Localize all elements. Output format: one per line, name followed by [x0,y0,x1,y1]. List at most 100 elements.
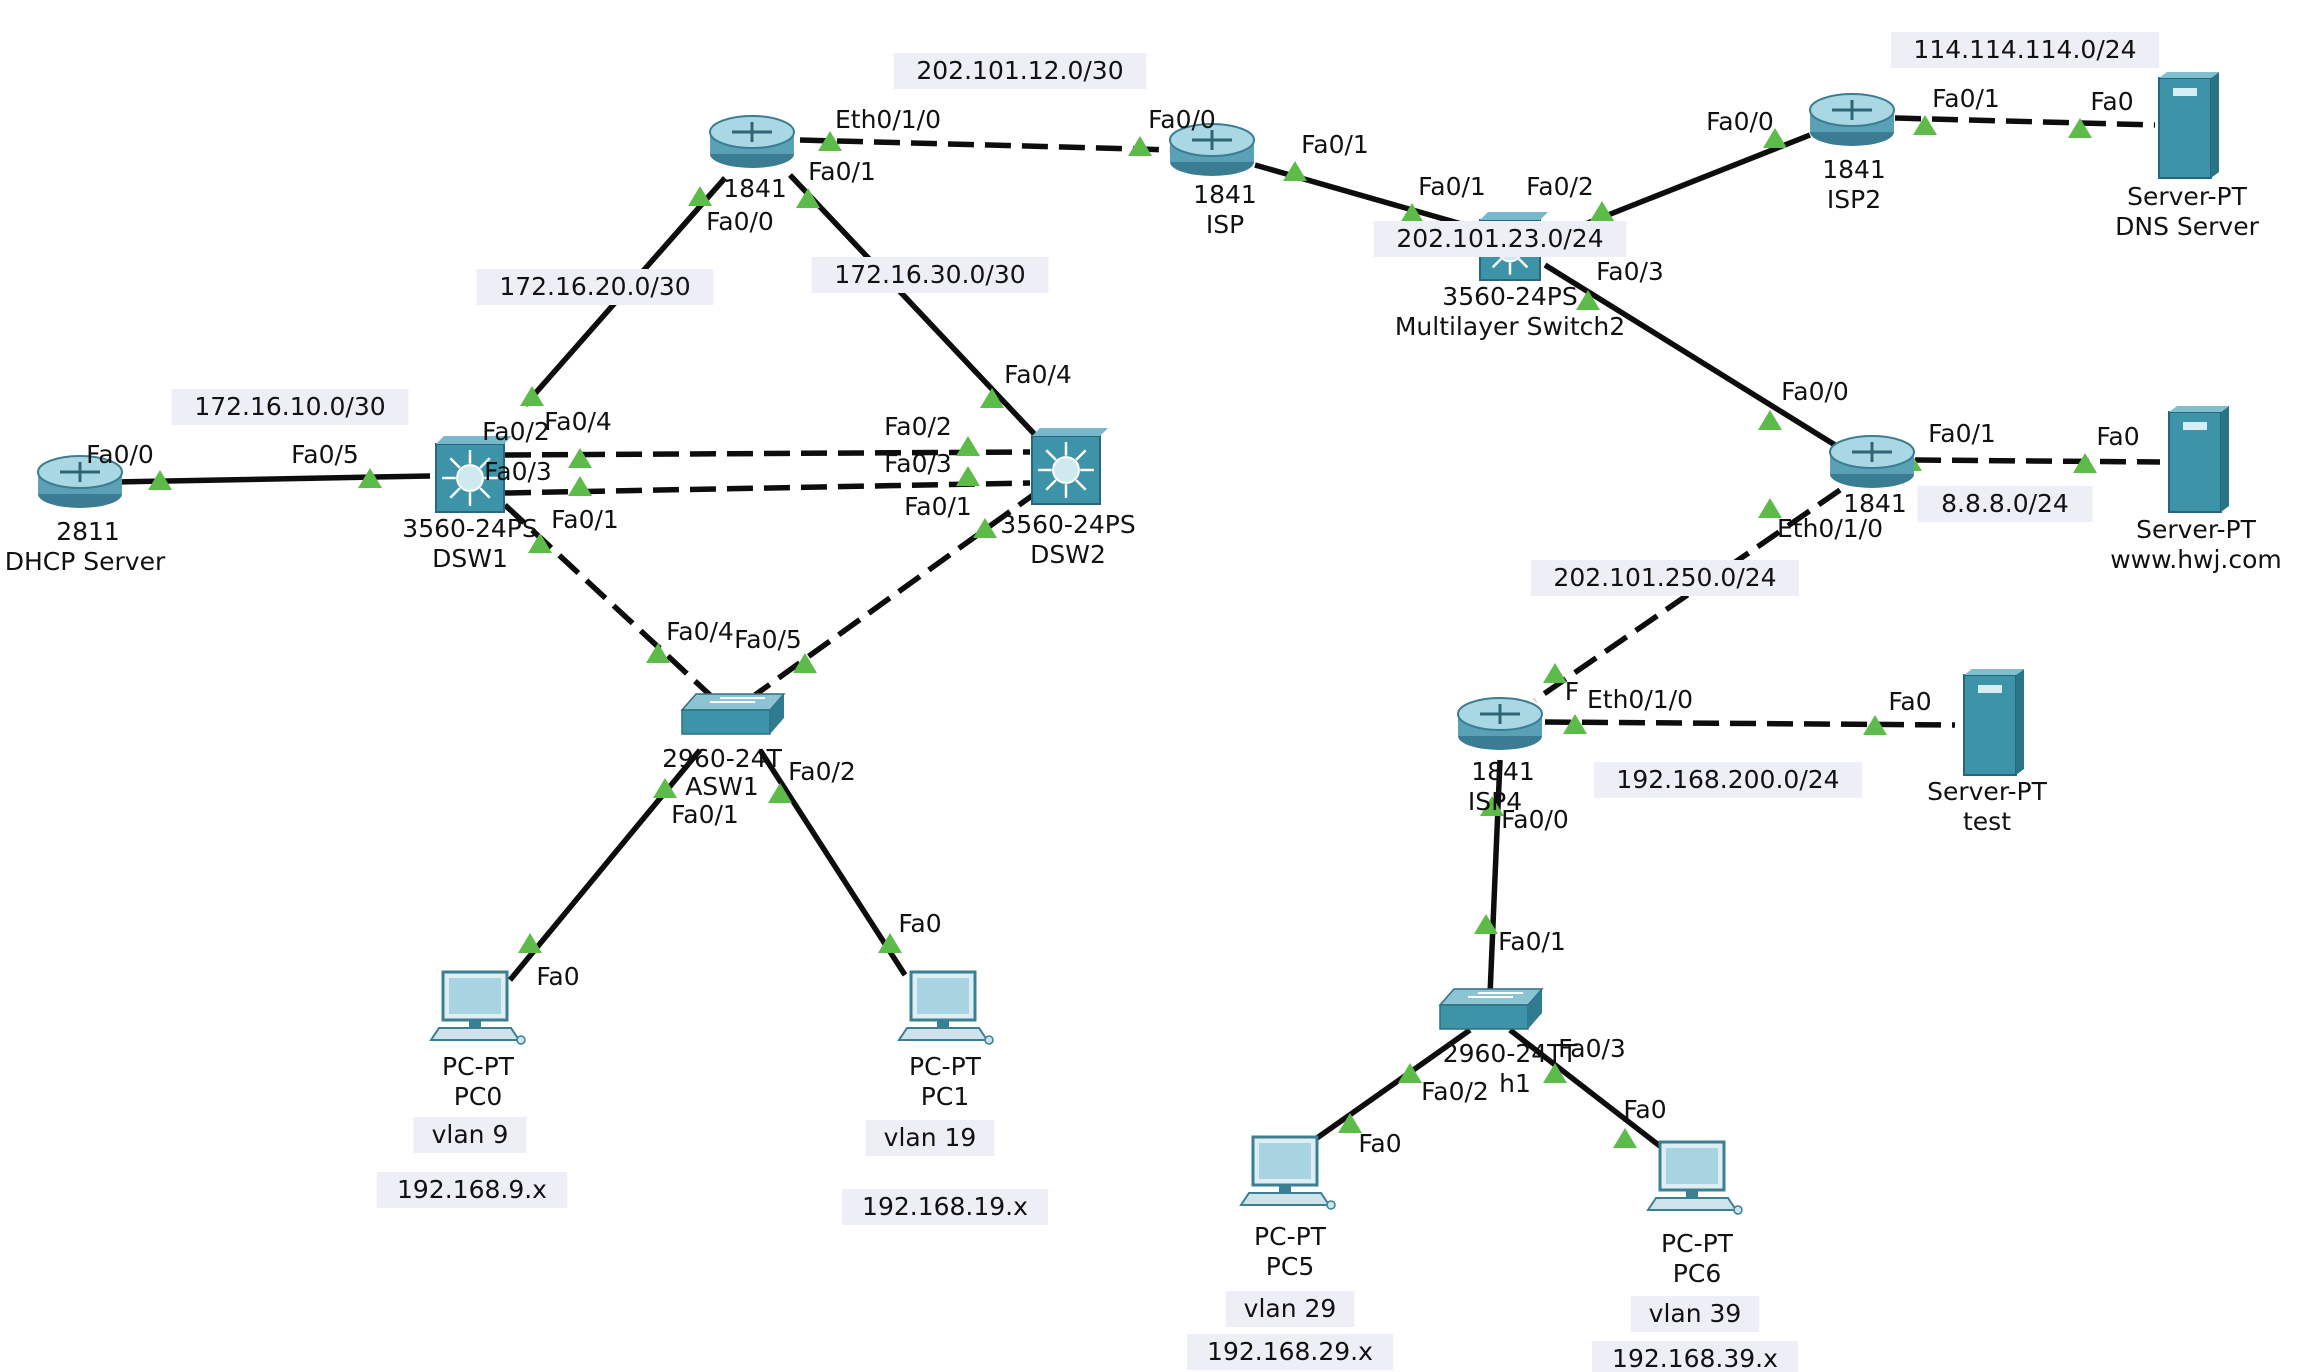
link-status-icon [2068,118,2092,138]
link-status-icon [956,466,980,486]
network-label-bg [1917,486,2093,522]
device-model-label: 1841 [1822,155,1886,184]
link-status-icon [878,933,902,953]
link-r_isp3-srv_hwj[interactable] [1914,457,2161,465]
port-label: Fa0/1 [904,492,972,521]
port-label: Fa0 [2096,422,2139,451]
device-name-label: DHCP Server [5,547,166,576]
link-status-icon [528,533,552,553]
link-sw_h1-pc5[interactable] [1298,1027,1472,1153]
link-dsw1-dsw2[interactable] [504,480,1031,496]
device-name-label: ISP4 [1468,787,1522,816]
router-icon[interactable] [1169,123,1255,176]
link-status-icon [956,436,980,456]
port-label: Fa0/4 [544,407,612,436]
device-model-label: 2960-24T [662,744,782,773]
link-status-icon [646,643,670,663]
link-dsw1-dsw2[interactable] [504,449,1031,458]
link-status-icon [1613,1128,1637,1148]
pc-icon[interactable] [1646,1140,1743,1215]
devices-layer [37,72,2229,1215]
switch-icon[interactable] [680,693,786,735]
server-icon[interactable] [2158,72,2219,179]
port-label: F [1565,677,1579,706]
server-icon[interactable] [2168,406,2229,513]
pc-icon[interactable] [1239,1135,1336,1210]
router-icon[interactable] [709,115,795,168]
network-label: 192.168.9.x [397,1175,547,1204]
link-r_isp4-sw_h1[interactable] [1487,759,1503,996]
port-label: Fa0/3 [1558,1034,1626,1063]
port-label: Fa0/2 [788,757,856,786]
network-label-bg [413,1117,527,1153]
link-r_core-dsw2[interactable] [787,173,1043,442]
network-label: 202.101.12.0/30 [916,56,1123,85]
link-status-icon [568,476,592,496]
port-label: Fa0/4 [666,617,734,646]
device-model-label: 2960-24TT [1443,1039,1578,1068]
network-label-bg [476,269,714,305]
port-label: Fa0/0 [1781,377,1849,406]
port-label: Fa0/3 [884,449,952,478]
device-model-label: Server-PT [2127,182,2247,211]
link-status-icon [1398,1063,1422,1083]
network-label-bg [1187,1334,1393,1370]
switch-icon[interactable] [1438,988,1544,1030]
link-asw1-pc0[interactable] [507,748,703,982]
port-label: Fa0/1 [1932,84,2000,113]
port-label: Fa0/0 [1501,805,1569,834]
router-icon[interactable] [1457,697,1543,750]
link-status-icon [1543,1063,1567,1083]
network-label-bg [171,389,409,425]
port-label: Fa0/1 [551,505,619,534]
link-r_isp2-srv_dns[interactable] [1894,115,2156,128]
device-model-label: 1841 [1471,757,1535,786]
link-status-icon [1474,914,1498,934]
port-label: Fa0 [1623,1095,1666,1124]
link-status-icon [1400,203,1424,223]
multilayer-switch-icon[interactable] [1031,428,1108,505]
device-name-label: PC6 [1673,1259,1721,1288]
link-status-icon [148,470,172,490]
link-mls2-r_isp3[interactable] [1543,262,1837,448]
port-label: Fa0/0 [1148,105,1216,134]
link-asw1-pc1[interactable] [757,748,908,977]
pc-icon[interactable] [429,970,526,1045]
link-status-icon [1763,128,1787,148]
link-status-icon [1913,115,1937,135]
port-label: Fa0 [1888,687,1931,716]
link-status-icon [653,778,677,798]
port-label: Fa0/1 [1928,419,1996,448]
pc-icon[interactable] [897,970,994,1045]
link-r_core-r_isp[interactable] [799,137,1176,153]
port-label: Fa0/0 [86,440,154,469]
link-status-icon [1758,498,1782,518]
network-label-bg [1594,762,1862,798]
link-status-icon [688,186,712,206]
link-status-icon [980,388,1004,408]
link-status-icon [518,933,542,953]
router-icon[interactable] [37,455,123,508]
router-icon[interactable] [1809,93,1895,146]
link-dsw2-asw1[interactable] [753,487,1042,698]
network-label: 192.168.19.x [862,1192,1028,1221]
server-icon[interactable] [1963,669,2024,776]
port-label: Fa0/5 [734,625,802,654]
link-status-icon [520,386,544,406]
network-label: 172.16.20.0/30 [499,272,690,301]
router-icon[interactable] [1829,435,1915,488]
port-markers-layer [148,115,2097,1148]
link-status-icon [568,448,592,468]
link-r_isp4-srv_test[interactable] [1544,719,1956,728]
link-status-icon [1480,796,1504,816]
network-label: 8.8.8.0/24 [1941,489,2069,518]
network-label: vlan 39 [1649,1299,1742,1328]
network-label-bg [893,53,1147,89]
multilayer-switch-icon[interactable] [435,436,512,513]
link-sw_h1-pc6[interactable] [1508,1027,1667,1153]
links-layer [114,115,2161,1153]
network-label-bg [1373,221,1627,257]
link-r_dhcp-dsw1[interactable] [114,473,431,485]
network-label: 192.168.200.0/24 [1616,765,1839,794]
